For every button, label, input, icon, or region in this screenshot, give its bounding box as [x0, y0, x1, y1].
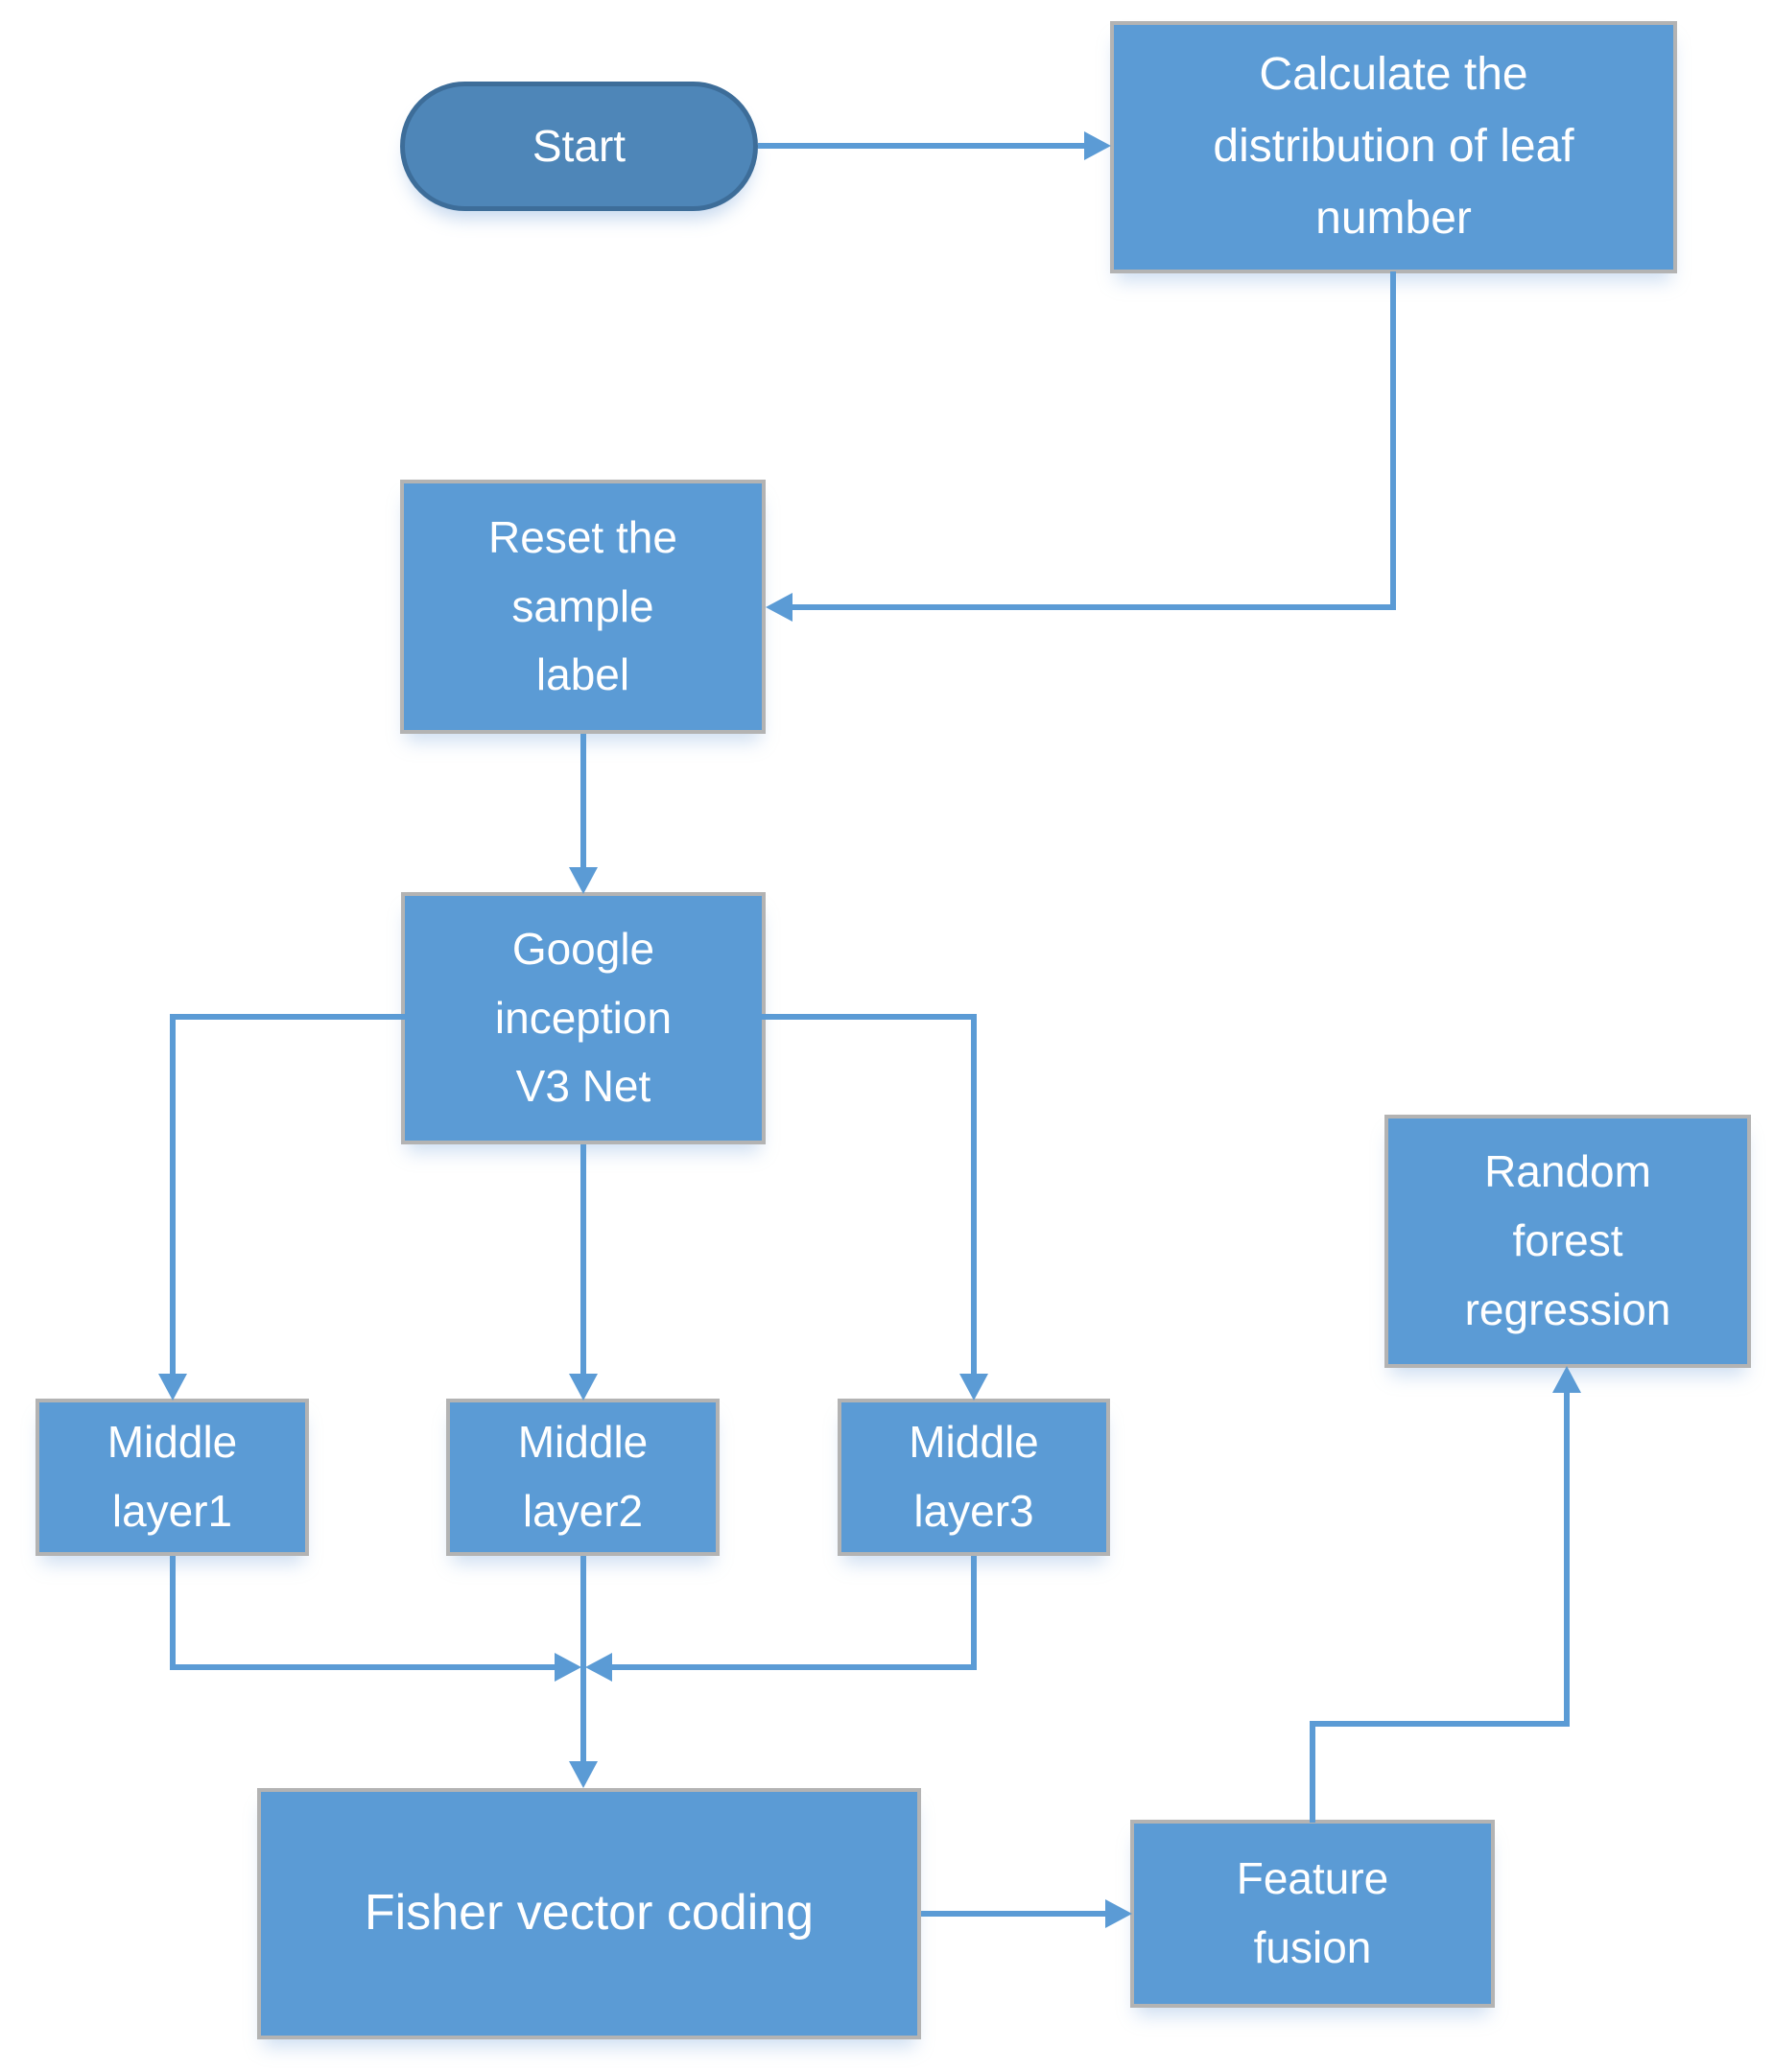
- arrowhead-into-random-forest: [1552, 1366, 1581, 1393]
- connector-calculate-down: [1390, 271, 1396, 610]
- connector-fusion-up: [1310, 1721, 1315, 1823]
- arrowhead-into-fisher: [569, 1761, 598, 1788]
- node-random-forest-regression: Random forest regression: [1384, 1115, 1751, 1368]
- arrowhead-into-fusion: [1105, 1899, 1132, 1928]
- arrowhead-into-calculate: [1084, 131, 1111, 160]
- node-middle-layer1: Middle layer1: [35, 1399, 309, 1556]
- arrowhead-merge-from-right: [585, 1653, 612, 1682]
- arrowhead-into-reset: [766, 593, 792, 622]
- connector-google-left-horizontal: [170, 1014, 405, 1020]
- connector-to-random-vertical: [1564, 1393, 1570, 1727]
- arrowhead-into-google: [569, 867, 598, 894]
- arrowhead-into-middle-layer3: [959, 1374, 988, 1401]
- connector-google-right-horizontal: [762, 1014, 977, 1020]
- node-feature-fusion: Feature fusion: [1130, 1820, 1495, 2008]
- connector-calculate-to-reset: [792, 604, 1396, 610]
- node-fisher-vector-coding: Fisher vector coding: [257, 1788, 921, 2039]
- node-middle-layer3: Middle layer3: [838, 1399, 1110, 1556]
- node-reset-sample-label: Reset the sample label: [400, 480, 766, 734]
- node-start: Start: [400, 82, 758, 211]
- connector-middle3-down: [971, 1556, 977, 1670]
- connector-reset-to-google: [580, 734, 586, 868]
- node-calculate-distribution: Calculate the distribution of leaf numbe…: [1110, 21, 1677, 273]
- connector-google-left-vertical: [170, 1014, 176, 1375]
- arrowhead-into-middle-layer2: [569, 1374, 598, 1401]
- connector-middle3-left: [610, 1664, 977, 1670]
- connector-middle1-right: [170, 1664, 556, 1670]
- node-middle-layer2: Middle layer2: [446, 1399, 720, 1556]
- arrowhead-merge-from-left: [555, 1653, 581, 1682]
- connector-google-to-middle-layer2: [580, 1144, 586, 1375]
- connector-google-right-vertical: [971, 1014, 977, 1375]
- connector-start-to-calculate: [758, 143, 1084, 149]
- connector-middle2-to-fisher: [580, 1556, 586, 1761]
- connector-middle1-down: [170, 1556, 176, 1670]
- node-google-inception-v3: Google inception V3 Net: [401, 892, 766, 1144]
- arrowhead-into-middle-layer1: [158, 1374, 187, 1401]
- connector-fisher-to-fusion: [921, 1911, 1105, 1917]
- connector-fusion-horizontal: [1310, 1721, 1570, 1727]
